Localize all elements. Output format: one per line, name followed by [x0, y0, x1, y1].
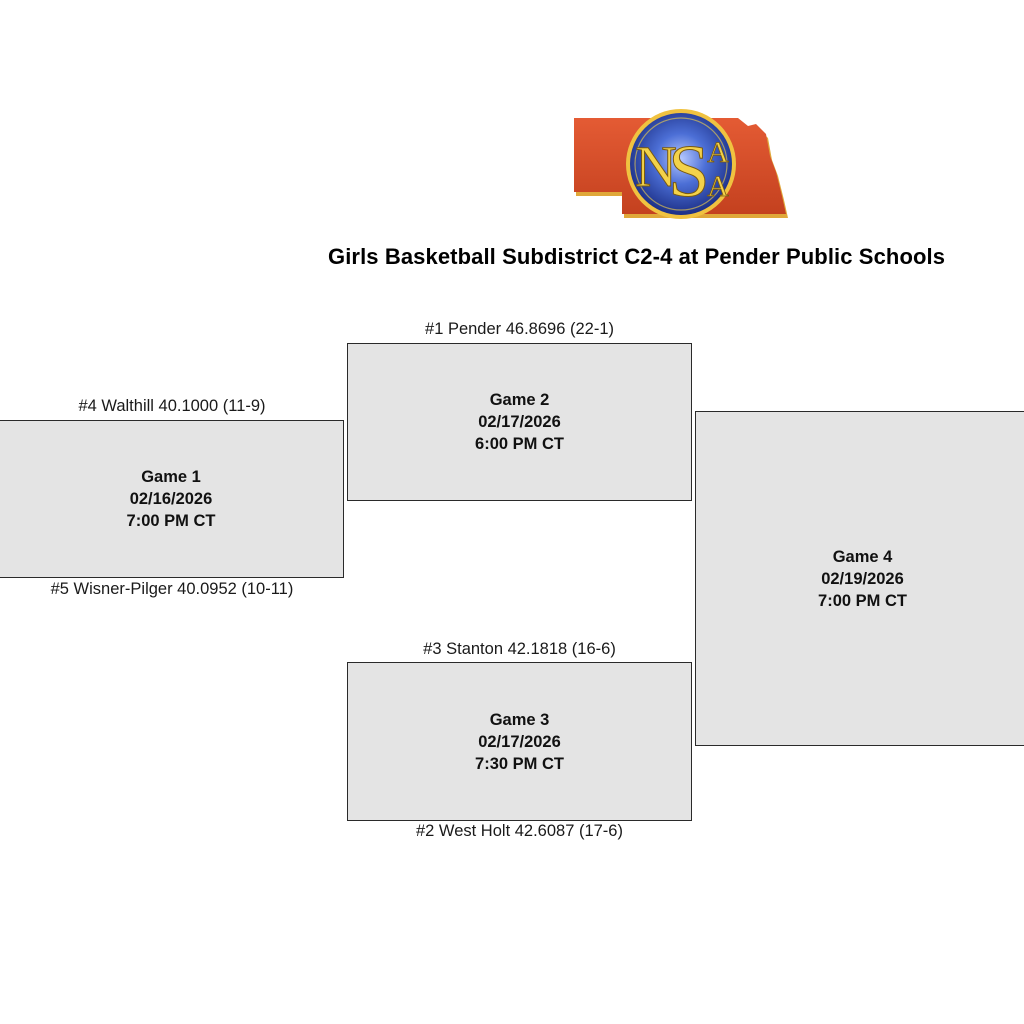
logo-letter-s: S	[668, 131, 709, 213]
game-box-2: Game 2 02/17/2026 6:00 PM CT	[347, 343, 692, 501]
game-4-name: Game 4	[832, 547, 893, 566]
game-3-date: 02/17/2026	[478, 732, 561, 751]
game-1-time: 7:00 PM CT	[126, 512, 216, 530]
game-4-time: 7:00 PM CT	[818, 591, 907, 610]
page-title: Girls Basketball Subdistrict C2-4 at Pen…	[328, 244, 946, 269]
logo-letter-n: N	[635, 134, 677, 199]
game-2-name: Game 2	[489, 391, 550, 409]
game-box-1: Game 1 02/16/2026 7:00 PM CT	[0, 420, 344, 578]
team-label-seed3: #3 Stanton 42.1818 (16-6)	[423, 640, 616, 658]
team-label-seed4: #4 Walthill 40.1000 (11-9)	[78, 397, 266, 415]
game-1-name: Game 1	[141, 468, 201, 486]
game-2-time: 6:00 PM CT	[475, 435, 564, 453]
game-box-4: Game 4 02/19/2026 7:00 PM CT	[695, 411, 1024, 746]
game-box-3: Game 3 02/17/2026 7:30 PM CT	[347, 662, 692, 821]
logo-letter-a-top: A	[707, 136, 729, 169]
game-2-date: 02/17/2026	[478, 413, 561, 431]
game-4-date: 02/19/2026	[821, 569, 904, 588]
team-label-seed2: #2 West Holt 42.6087 (17-6)	[416, 822, 623, 840]
game-3-name: Game 3	[489, 710, 550, 729]
team-label-seed5: #5 Wisner-Pilger 40.0952 (10-11)	[50, 580, 294, 598]
seal-circle	[630, 113, 732, 215]
game-1-date: 02/16/2026	[129, 490, 213, 508]
logo-letter-a-bottom: A	[707, 170, 729, 203]
team-label-seed1: #1 Pender 46.8696 (22-1)	[425, 320, 614, 338]
game-3-time: 7:30 PM CT	[475, 754, 564, 773]
nsaa-logo: N S A A	[574, 109, 788, 219]
